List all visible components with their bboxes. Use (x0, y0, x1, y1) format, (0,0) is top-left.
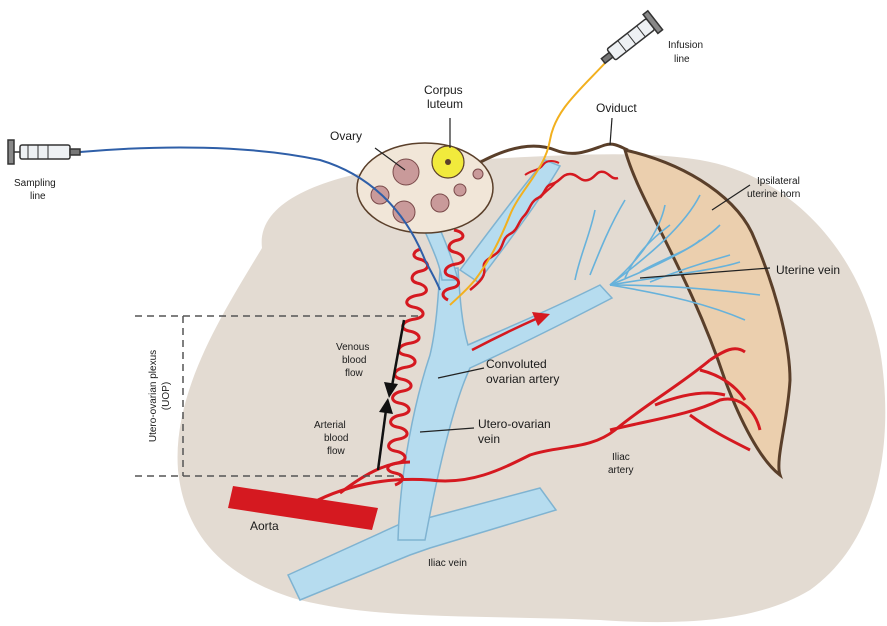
label-arterial-flow-1: Arterial (314, 420, 346, 431)
sampling-syringe-icon (8, 140, 80, 164)
label-sampling-line-2: line (30, 191, 46, 202)
label-uop-1: Utero-ovarian plexus (148, 350, 159, 442)
infusion-syringe-icon (596, 11, 663, 71)
label-infusion-line: Infusion line (668, 40, 703, 65)
label-venous-flow-2: blood (342, 355, 366, 366)
label-iliac-vein: Iliac vein (428, 558, 467, 569)
label-venous-flow-3: flow (345, 368, 364, 379)
corpus-luteum-core (445, 159, 451, 165)
label-utero-ovarian-vein-1: Utero-ovarian (478, 417, 551, 431)
label-uop-2: (UOP) (161, 382, 172, 410)
label-uterine-horn-2: uterine horn (747, 189, 800, 200)
label-uterine-vein: Uterine vein (776, 263, 840, 277)
label-arterial-flow-2: blood (324, 433, 348, 444)
label-oviduct: Oviduct (596, 101, 637, 115)
label-sampling-line: Sampling line (14, 178, 56, 202)
label-infusion-line-1: Infusion (668, 40, 703, 51)
label-venous-flow-1: Venous (336, 342, 369, 353)
label-iliac-artery-1: Iliac (612, 452, 630, 463)
label-corpus-luteum-2: luteum (427, 97, 463, 111)
label-corpus-luteum-1: Corpus (424, 83, 463, 97)
label-uop: Utero-ovarian plexus(UOP) (148, 350, 172, 442)
label-ovary: Ovary (330, 129, 362, 143)
label-infusion-line-2: line (674, 54, 690, 65)
label-convoluted-artery-1: Convoluted (486, 357, 547, 371)
label-arterial-flow-3: flow (327, 446, 346, 457)
label-convoluted-artery-2: ovarian artery (486, 372, 559, 386)
label-iliac-artery-2: artery (608, 465, 634, 476)
label-aorta: Aorta (250, 519, 279, 533)
label-sampling-line-1: Sampling (14, 178, 56, 189)
label-utero-ovarian-vein-2: vein (478, 432, 500, 446)
label-uterine-horn-1: Ipsilateral (757, 176, 800, 187)
